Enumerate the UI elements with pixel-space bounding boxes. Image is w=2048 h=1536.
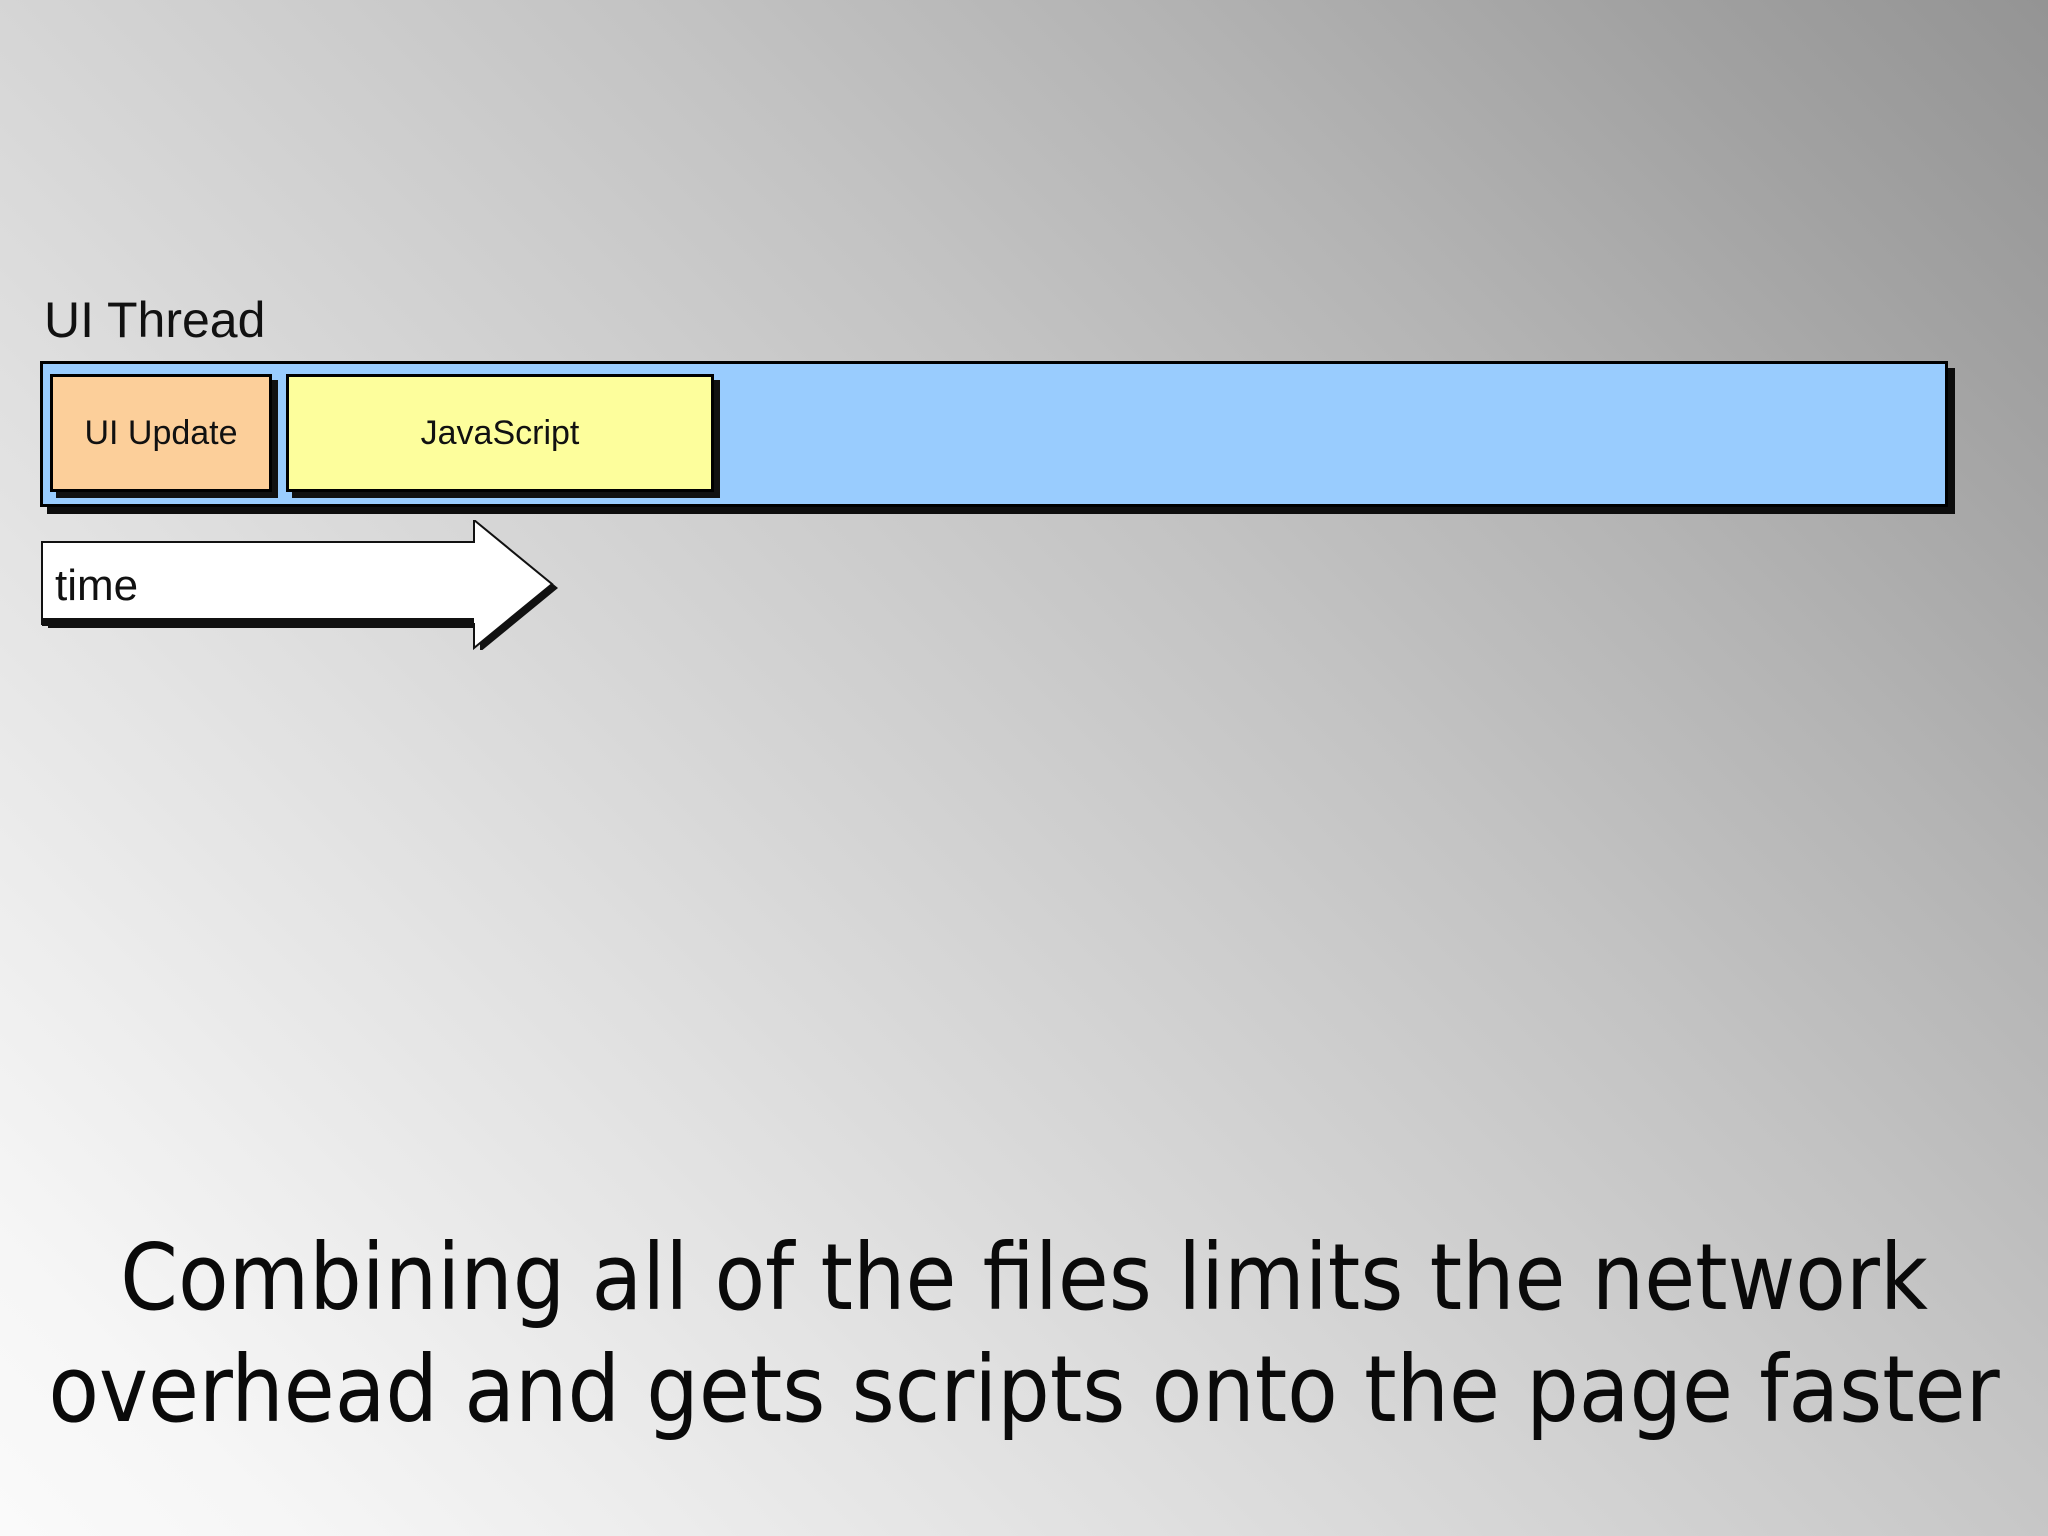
slide-caption-line-2: overhead and gets scripts onto the page … bbox=[48, 1336, 2000, 1443]
ui-thread-timeline-bar: UI Update JavaScript bbox=[40, 361, 1948, 507]
timeline-segment-javascript-label: JavaScript bbox=[420, 413, 580, 452]
time-axis-label: time bbox=[55, 561, 139, 610]
timeline-segment-ui-update-label: UI Update bbox=[84, 413, 238, 452]
ui-thread-label: UI Thread bbox=[44, 292, 266, 348]
time-axis-arrow: time bbox=[40, 520, 560, 650]
slide-caption: Combining all of the files limits the ne… bbox=[0, 1222, 2048, 1446]
timeline-segment-ui-update: UI Update bbox=[50, 374, 272, 492]
timeline-segment-javascript: JavaScript bbox=[286, 374, 714, 492]
right-arrow-icon bbox=[41, 520, 558, 650]
slide-caption-line-1: Combining all of the files limits the ne… bbox=[120, 1224, 1928, 1331]
